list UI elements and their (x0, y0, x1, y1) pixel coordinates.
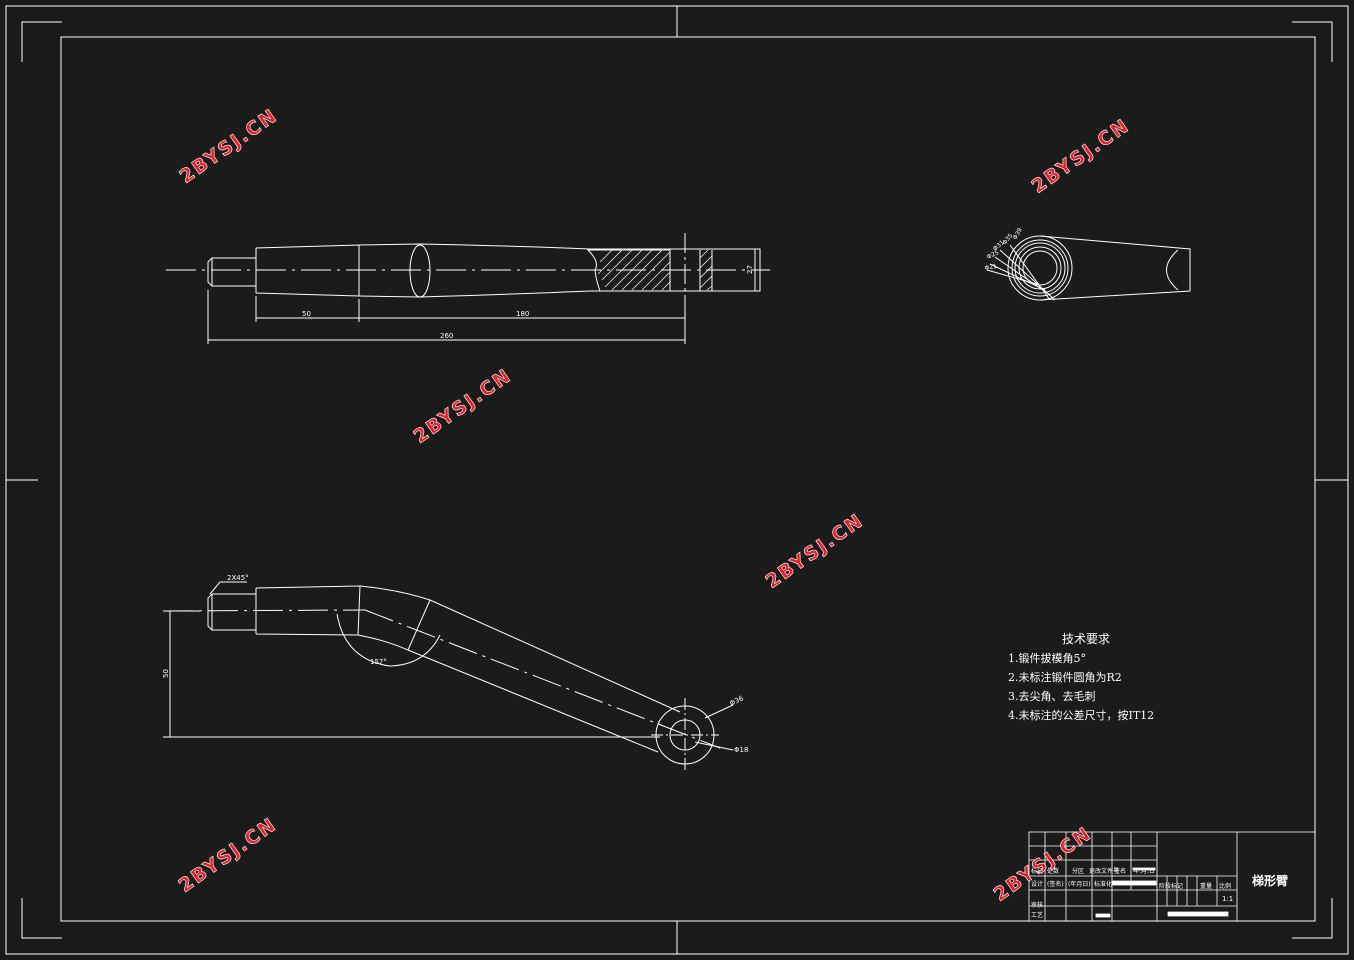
drawing-frame (60, 36, 1316, 922)
ring-circle (1011, 239, 1069, 297)
bore-section (669, 250, 713, 291)
part-name: 梯形臂 (1252, 874, 1289, 888)
corner-mark (21, 21, 62, 62)
dim-260-label: 260 (440, 332, 453, 340)
corner-mark (1292, 898, 1333, 939)
dia-36-label: Φ36 (728, 694, 745, 708)
front-view (166, 233, 770, 344)
shaft-end (207, 593, 256, 631)
tb-header-cell: 签名 (1114, 868, 1127, 875)
angle-arc (336, 613, 441, 667)
leader-36 (704, 704, 734, 719)
tb-stage-cell: 比例 (1219, 883, 1232, 890)
section-ellipse (409, 244, 431, 298)
tb-stage-cell: 阶段标记 (1159, 883, 1184, 890)
dim-50-vertical-label: 50 (162, 669, 170, 678)
tb-row-label: 标记 (1031, 868, 1044, 875)
chamfer-label: 2X45° (227, 574, 249, 582)
ring-circle (1018, 246, 1062, 290)
tb-row-label: 审核 (1031, 902, 1044, 909)
tb-design-cell: (签名) (1047, 881, 1064, 888)
dim-27-label: 27 (746, 265, 754, 274)
tb-row-label: 设计 (1031, 881, 1044, 888)
tb-row-label: 工艺 (1031, 912, 1044, 919)
bend-joint (407, 599, 431, 651)
shaft-end (207, 257, 256, 287)
centerline (364, 609, 721, 749)
corner-mark (1292, 21, 1333, 62)
tb-header-cell: 分区 (1072, 868, 1085, 875)
hatched-section (586, 249, 671, 292)
arm-stub (1039, 235, 1191, 301)
leader-18 (694, 741, 734, 751)
tech-requirement-item: 3.去尖角、去毛刺 (1008, 690, 1096, 703)
tb-stage-cell: 重量 (1200, 883, 1213, 890)
centerline (162, 609, 366, 612)
arm-end-cut (1166, 249, 1179, 291)
ring-circle (1014, 242, 1066, 294)
corner-mark (21, 898, 62, 939)
tech-requirements-title: 技术要求 (1062, 632, 1111, 646)
scale-value: 1:1 (1222, 895, 1234, 903)
ring-circle (1007, 235, 1073, 301)
end-dia-label: Φ39 (1012, 227, 1024, 241)
tech-requirement-item: 4.未标注的公差尺寸，按IT12 (1008, 709, 1155, 722)
bend-joint (357, 585, 361, 636)
end-dia-label: Φ21 (984, 263, 998, 272)
dim-50-label: 50 (302, 310, 311, 318)
bent-arm (357, 585, 681, 753)
chamfer-leader (209, 581, 247, 595)
tapered-section (255, 585, 361, 636)
title-block (1028, 831, 1316, 922)
tb-header-cell: 处数 (1047, 868, 1060, 875)
end-view (986, 235, 1191, 301)
dim-180-label: 180 (516, 310, 529, 318)
end-dia-label: Φ25 (986, 249, 1000, 261)
bent-view (162, 581, 734, 770)
hatch-lines (597, 249, 713, 291)
tb-design-cell: 标准化 (1094, 881, 1113, 888)
tb-header-cell: 年.月.日 (1133, 868, 1155, 875)
tech-requirement-item: 1.锻件拔模角5° (1008, 652, 1086, 665)
tb-design-cell: (年月日) (1068, 881, 1091, 888)
tb-header-cell: 更改文件号 (1089, 868, 1120, 875)
tech-requirements: 技术要求 1.锻件拔模角5° 2.未标注锻件圆角为R2 3.去尖角、去毛刺 4.… (1008, 630, 1154, 725)
angle-label: 157° (370, 658, 387, 666)
dia-18-label: Φ18 (734, 746, 748, 754)
tech-requirement-item: 2.未标注锻件圆角为R2 (1008, 671, 1122, 684)
tapered-section (255, 244, 360, 297)
